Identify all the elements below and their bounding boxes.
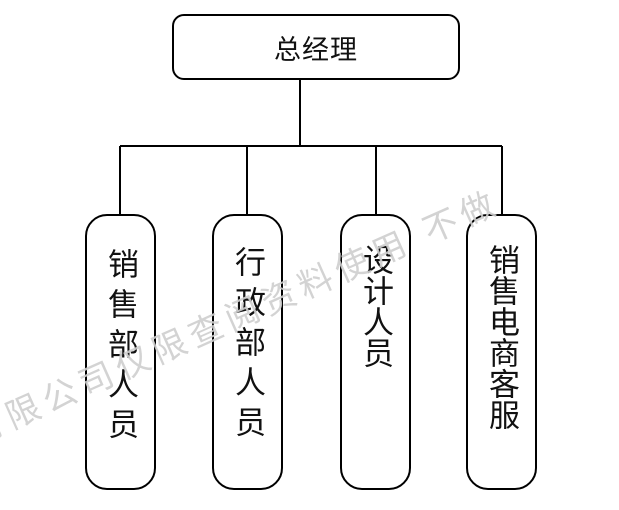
child-node-ecommerce-cs: 销售电商客服 — [466, 214, 537, 490]
child-node-design: 设计人员 — [340, 214, 411, 490]
child-node-label: 行政部人员 — [229, 246, 265, 446]
child-node-admin: 行政部人员 — [212, 214, 283, 490]
root-node-label: 总经理 — [274, 34, 358, 66]
child-node-label: 销售部人员 — [102, 248, 138, 448]
child-node-label: 设计人员 — [357, 244, 393, 368]
child-node-sales: 销售部人员 — [85, 214, 156, 490]
root-node-general-manager: 总经理 — [172, 14, 460, 80]
child-node-label: 销售电商客服 — [483, 244, 519, 430]
